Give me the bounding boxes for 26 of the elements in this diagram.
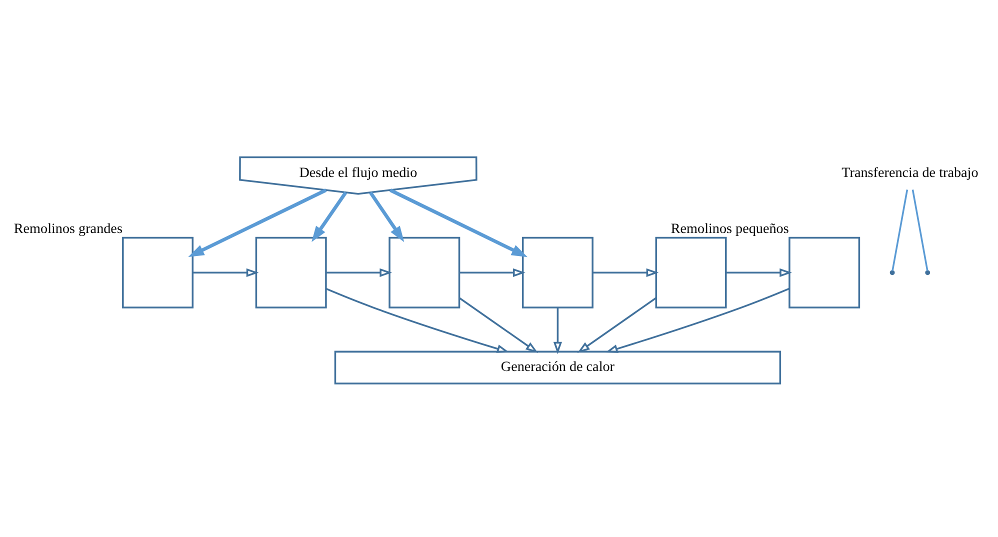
arrow (726, 268, 792, 277)
connector (912, 190, 928, 271)
node-box (655, 236, 727, 308)
node-box (255, 236, 327, 308)
node-box (788, 236, 860, 308)
arrow (459, 268, 526, 277)
arrow (458, 297, 538, 353)
arrow (326, 268, 392, 277)
arrow (605, 288, 790, 353)
node-box (122, 236, 194, 308)
node-label: Remolinos grandes (14, 221, 122, 238)
arrow (326, 288, 510, 353)
arrow (188, 188, 327, 258)
arrow (577, 297, 656, 353)
connector (892, 190, 908, 271)
arrow (192, 268, 259, 277)
arrow (592, 268, 659, 277)
arrow (312, 192, 348, 242)
arrow (553, 308, 562, 354)
node-box (388, 236, 460, 308)
node-text: Transferencia de trabajo (842, 164, 978, 181)
node-label: Remolinos pequeños (670, 221, 789, 238)
node-box: Generación de calor (334, 350, 782, 384)
arrow (369, 192, 404, 242)
arrow (389, 188, 528, 258)
node-box (522, 236, 594, 308)
